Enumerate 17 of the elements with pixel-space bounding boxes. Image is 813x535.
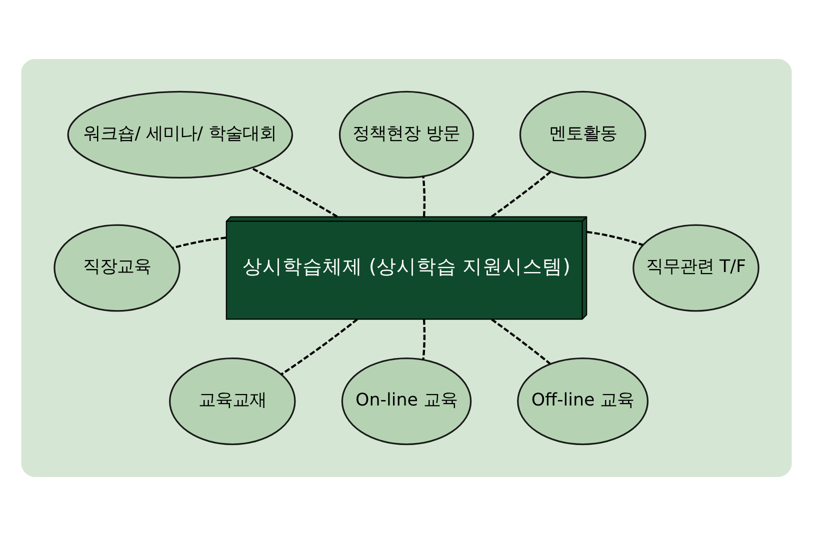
connector (251, 166, 338, 218)
connector (422, 176, 426, 216)
node-ellipse: 멘토활동 (519, 90, 646, 178)
node-ellipse: 교육교재 (169, 357, 296, 445)
connector (491, 170, 552, 217)
node-ellipse: 정책현장 방문 (338, 90, 474, 178)
connector (172, 236, 226, 249)
node-ellipse: 직무관련 T/F (632, 224, 760, 312)
connector (280, 318, 358, 375)
node-ellipse: Off-line 교육 (517, 357, 649, 445)
connector (586, 230, 644, 246)
node-ellipse: On-line 교육 (341, 357, 472, 445)
connector (491, 318, 551, 364)
connector (422, 318, 426, 360)
cluster (21, 58, 792, 476)
node-ellipse: 직장교육 (54, 224, 180, 312)
node-ellipse: 워크숍/ 세미나/ 학술대회 (67, 90, 294, 178)
